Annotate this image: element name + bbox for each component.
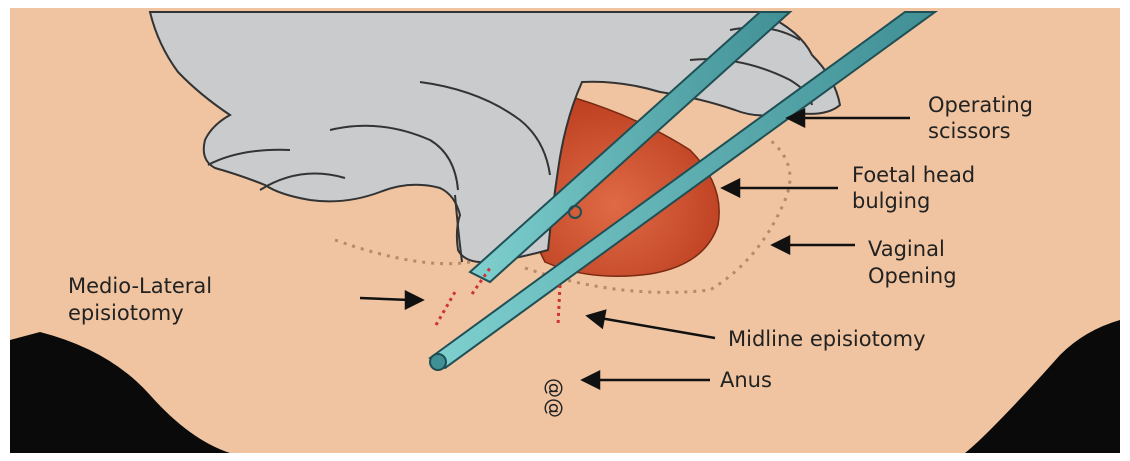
label-vaginal: Vaginal <box>868 237 945 261</box>
label-operating: Operating <box>928 93 1033 117</box>
scissors-tip <box>430 354 446 370</box>
label-foetal-head: Foetal head <box>852 163 975 187</box>
label-anus: Anus <box>720 368 772 392</box>
label-opening: Opening <box>868 264 957 288</box>
label-medio-lateral: Medio-Lateral <box>68 274 212 298</box>
label-scissors: scissors <box>928 119 1011 143</box>
anus-symbol: @@ <box>543 378 567 418</box>
label-episiotomy: episiotomy <box>68 301 184 325</box>
label-bulging: bulging <box>852 189 930 213</box>
label-midline-episiotomy: Midline episiotomy <box>728 327 926 351</box>
